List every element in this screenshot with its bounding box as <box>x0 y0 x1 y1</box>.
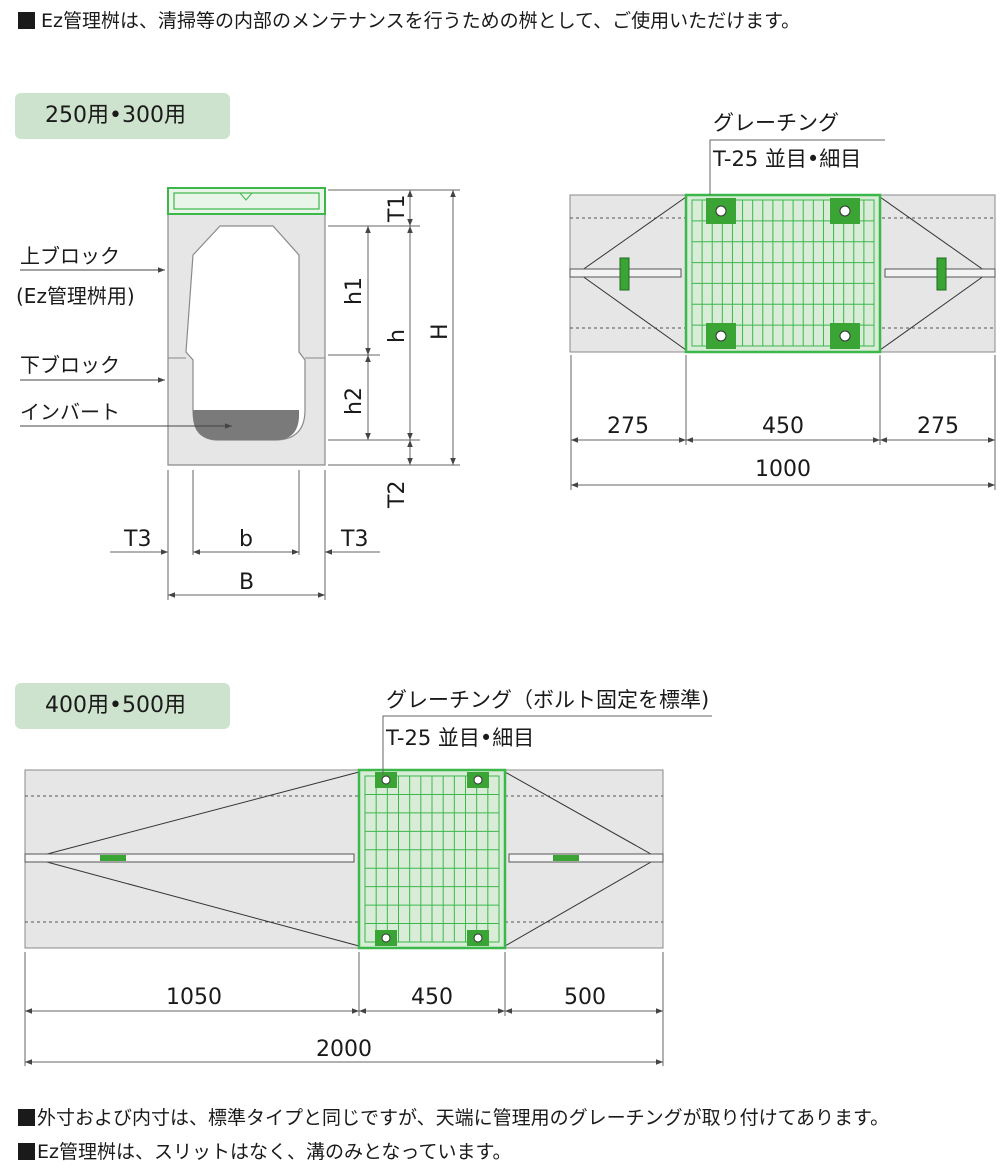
square-bullet-icon <box>18 12 35 29</box>
plan1-dim-left: 275 <box>607 414 649 439</box>
footnote-2: Ez管理桝は、スリットはなく、溝のみとなっています。 <box>18 1140 512 1164</box>
label-upper-block: 上ブロック <box>20 244 120 268</box>
plan2-dim-right: 500 <box>564 985 606 1010</box>
footnote-2-text: Ez管理桝は、スリットはなく、溝のみとなっています。 <box>37 1141 512 1163</box>
plan2-dimensions <box>24 952 664 1066</box>
dim-T3-right: T3 <box>340 527 368 552</box>
section-tag-250-300: 250用•300用 <box>15 93 230 139</box>
dim-T3-left: T3 <box>123 527 151 552</box>
cross-section-diagram <box>167 187 326 466</box>
plan2-dim-center: 450 <box>411 985 453 1010</box>
square-bullet-icon <box>18 1143 35 1160</box>
intro-text: Ez管理桝は、清掃等の内部のメンテナンスを行うための桝として、ご使用いただけます… <box>41 10 801 32</box>
plan1-grating-title: グレーチング <box>713 111 839 135</box>
dim-B: B <box>239 570 254 595</box>
plan2-dim-left: 1050 <box>166 985 222 1010</box>
bolt-pad-icons <box>706 198 860 349</box>
dim-H: H <box>428 323 453 340</box>
plan1-grating-spec: T-25 並目•細目 <box>712 147 861 171</box>
plan1-dim-total: 1000 <box>755 457 811 482</box>
plan-view-250-300 <box>569 139 996 354</box>
label-invert: インバート <box>20 400 120 424</box>
plan2-grating-spec: T-25 並目•細目 <box>385 726 534 750</box>
dim-b: b <box>239 527 253 552</box>
plan1-dimensions <box>570 355 996 490</box>
plan2-grating-title: グレーチング（ボルト固定を標準) <box>386 688 709 712</box>
plan-view-400-500 <box>24 715 712 950</box>
dim-h1: h1 <box>342 277 367 305</box>
dim-h2: h2 <box>342 387 367 415</box>
label-upper-block-note: (Ez管理桝用) <box>16 284 135 308</box>
bolt-pad-icons-2 <box>375 772 489 946</box>
footnote-1: 外寸および内寸は、標準タイプと同じですが、天端に管理用のグレーチングが取り付けて… <box>18 1106 889 1130</box>
footnote-1-text: 外寸および内寸は、標準タイプと同じですが、天端に管理用のグレーチングが取り付けて… <box>37 1107 890 1129</box>
vertical-dimensions <box>328 189 460 466</box>
horizontal-dimensions <box>110 470 380 600</box>
label-lower-block: 下ブロック <box>20 353 120 377</box>
intro-note: Ez管理桝は、清掃等の内部のメンテナンスを行うための桝として、ご使用いただけます… <box>18 9 800 33</box>
dim-T2: T2 <box>385 481 410 509</box>
square-bullet-icon <box>18 1109 35 1126</box>
section-tag-400-500: 400用•500用 <box>15 683 230 729</box>
plan1-dim-center: 450 <box>762 414 804 439</box>
plan1-dim-right: 275 <box>917 414 959 439</box>
plan2-dim-total: 2000 <box>316 1037 372 1062</box>
dim-T1: T1 <box>385 195 410 223</box>
dim-h: h <box>385 329 410 343</box>
